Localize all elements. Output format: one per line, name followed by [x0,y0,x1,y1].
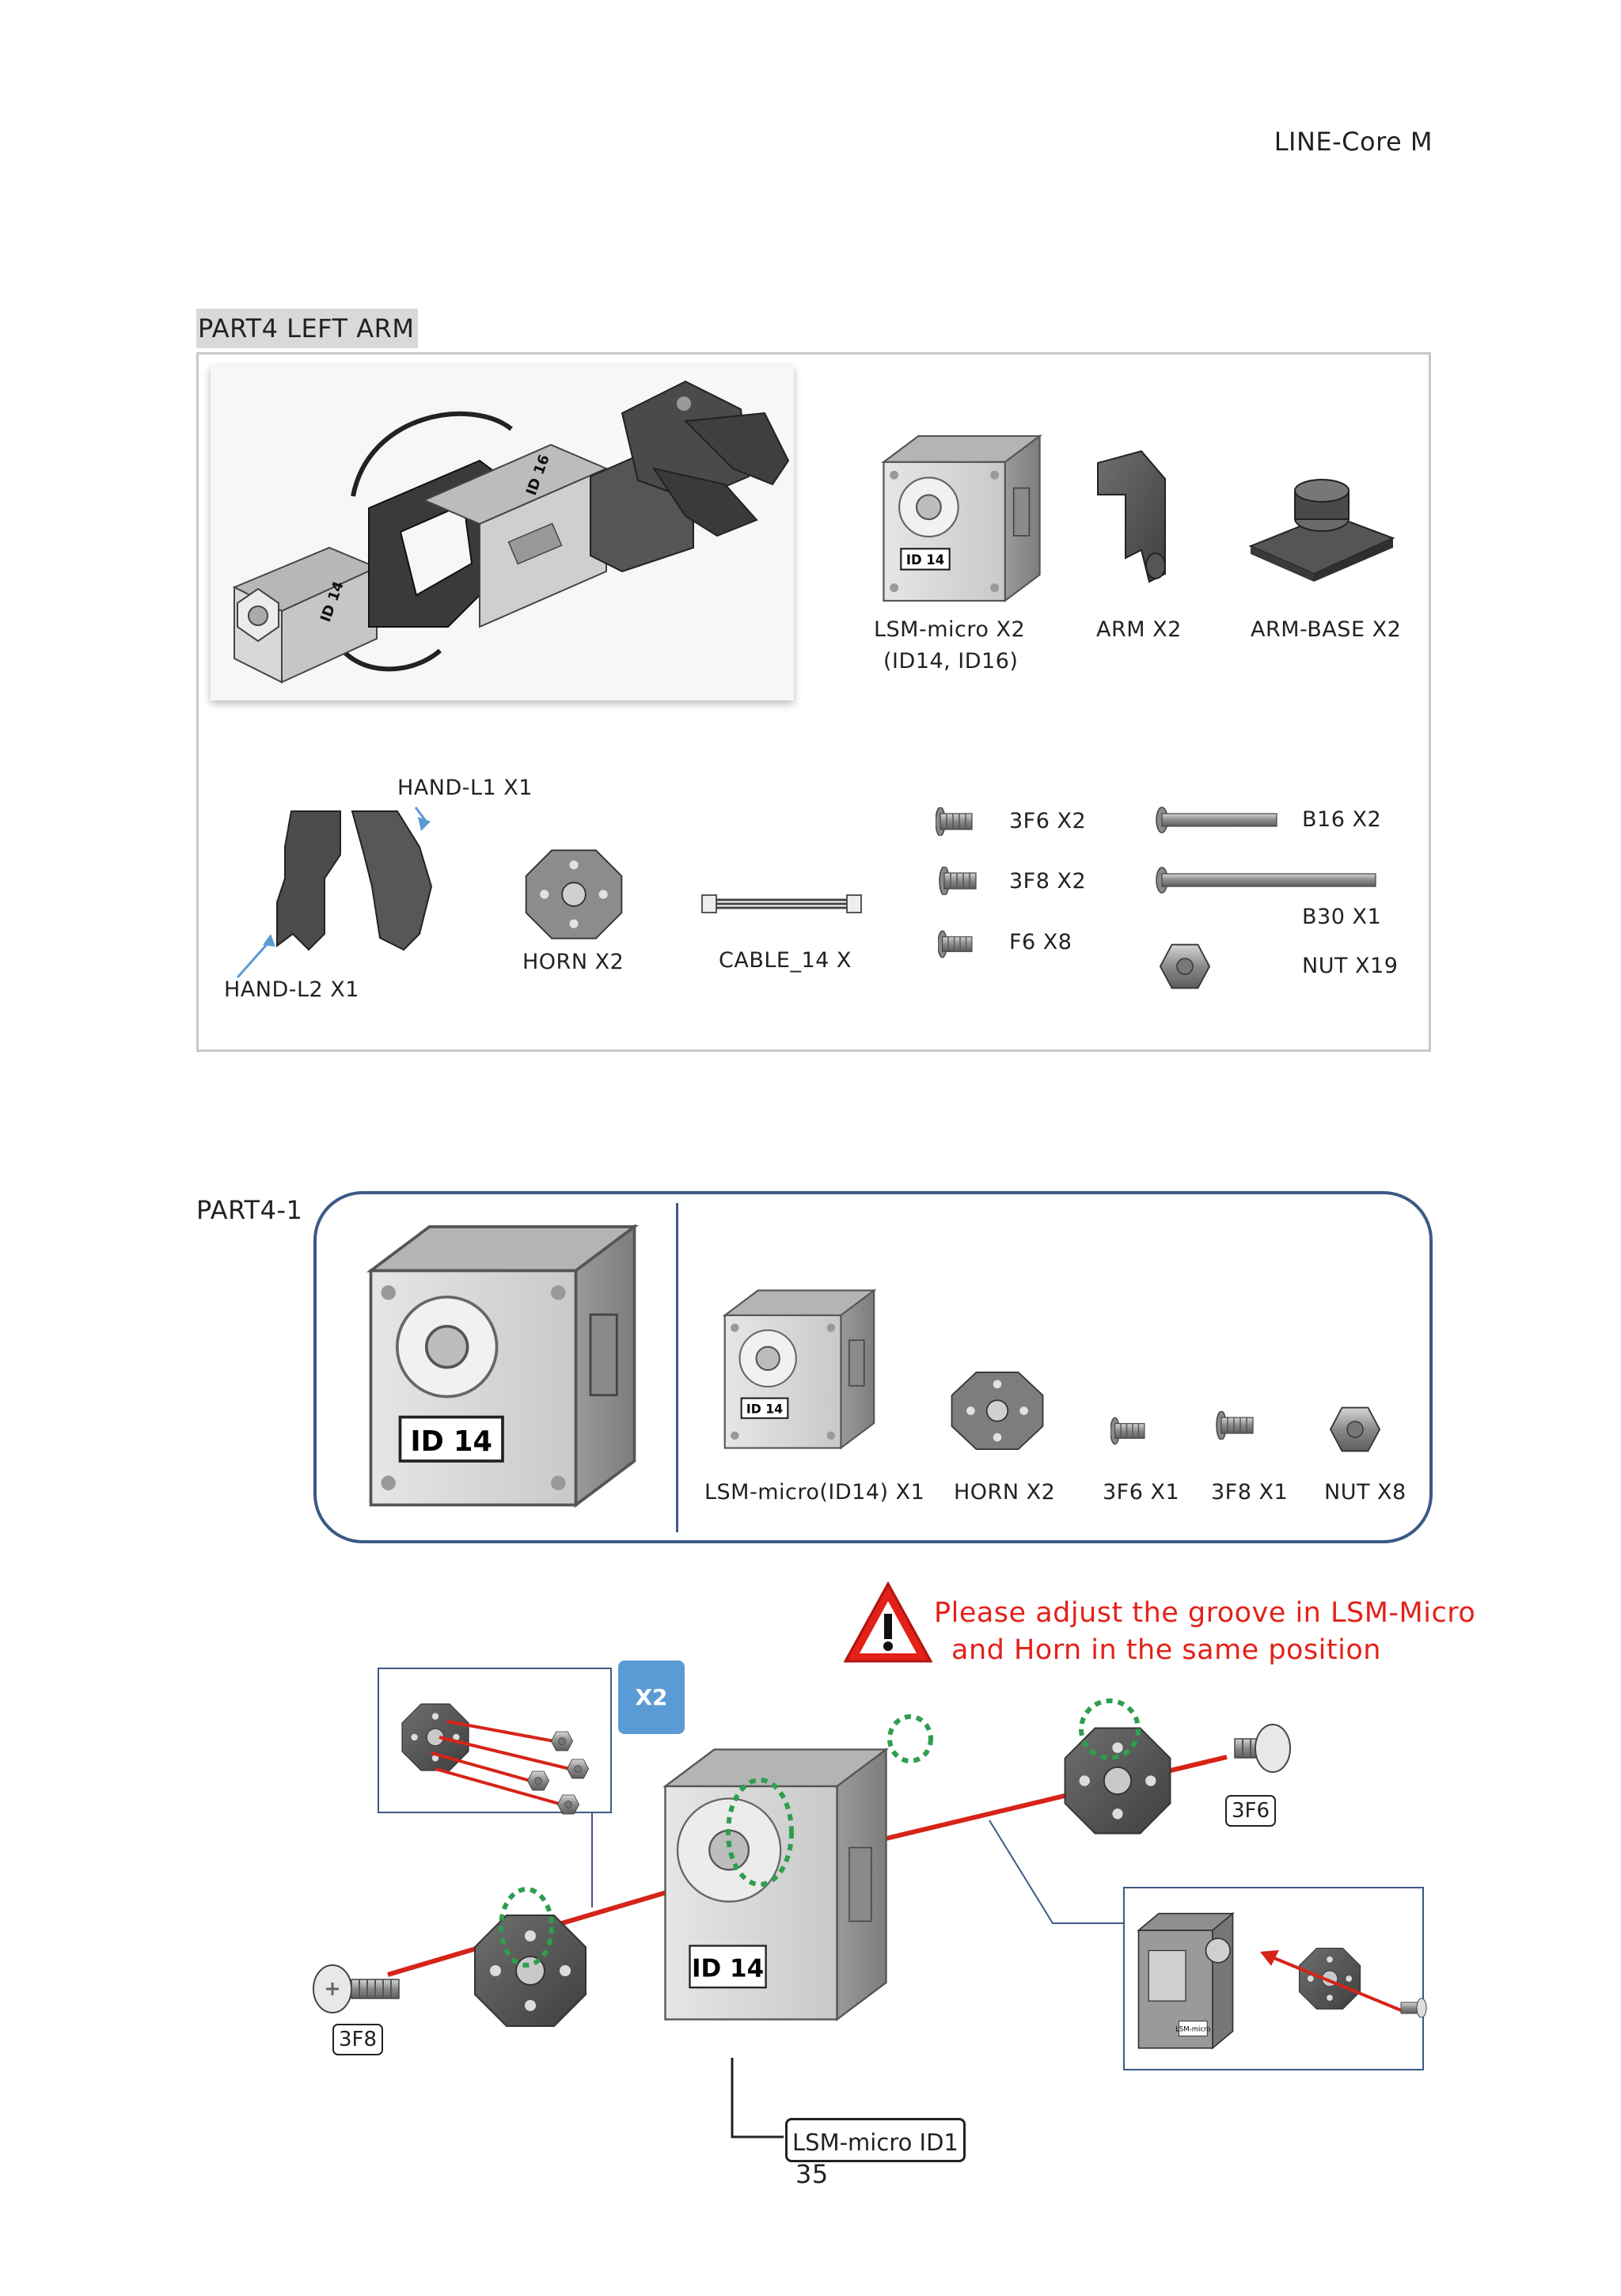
screw-tag-3f6: 3F6 [1225,1795,1277,1827]
warning-text-line2: and Horn in the same position [951,1634,1381,1666]
cable-icon [701,894,862,913]
component-label-hand-l2: HAND-L2 X1 [224,977,359,1002]
component-label-horn: HORN X2 [522,950,624,974]
bolt-label-b16: B16 X2 [1302,807,1382,832]
inset-servo-label: LSM-micro [1175,2026,1210,2034]
screw-label-3f8: 3F8 X2 [1009,869,1087,894]
servo-id-label: ID 14 [746,1402,783,1417]
arm-bracket-icon [1097,450,1166,583]
bolt-icon [1156,867,1376,894]
component-sublabel-ids: (ID14, ID16) [883,649,1019,674]
nut-icon [1330,1406,1380,1452]
servo-large-icon: ID 14 [369,1225,636,1507]
screw-icon [936,807,973,836]
parts-list-box [196,352,1431,1052]
multiplier-badge: X2 [618,1660,685,1734]
horn-icon [951,1371,1044,1451]
screw-label-f6: F6 X8 [1009,930,1072,954]
page-number: 35 [795,2159,829,2189]
assembled-arm-illustration: ID 16 ID 14 [232,380,790,684]
assembly-diagram: ID 14 LSM-micro [313,1668,1427,2139]
component-label-cable: CABLE_14 X [719,948,852,973]
nut-label: NUT X19 [1302,954,1399,978]
screw-icon [1110,1417,1145,1445]
screw-label-3f6: 3F6 X2 [1009,809,1087,833]
main-servo-id-label: ID 14 [692,1954,764,1983]
nut-icon [1160,943,1210,989]
part4-1-label-lsm: LSM-micro(ID14) X1 [704,1480,925,1505]
arm-base-icon [1248,479,1395,582]
servo-id-label: ID 14 [906,552,944,567]
servo-icon: ID 14 [723,1289,875,1449]
lsm-micro-callout: LSM-micro ID1 [785,2118,966,2162]
part4-1-parts-panel [313,1191,1433,1543]
section-title-part4: PART4 LEFT ARM [196,309,418,348]
screw-icon [939,867,977,895]
component-label-arm-base: ARM-BASE X2 [1251,617,1402,642]
component-label-arm: ARM X2 [1096,617,1182,642]
bolt-label-b30: B30 X1 [1302,905,1382,929]
screw-tag-3f8: 3F8 [332,2024,384,2055]
servo-id-label: ID 14 [411,1425,492,1458]
part4-1-label-nut: NUT X8 [1324,1480,1407,1505]
servo-icon: ID 14 [883,435,1041,602]
warning-text-line1: Please adjust the groove in LSM-Micro [934,1597,1476,1629]
section-title-part4-1: PART4-1 [196,1195,303,1225]
part4-1-label-3f8: 3F8 X1 [1211,1480,1289,1505]
part4-1-label-3f6: 3F6 X1 [1103,1480,1180,1505]
horn-icon [525,849,623,939]
screw-icon [938,930,973,958]
warning-icon [843,1581,933,1663]
document-header: LINE-Core M [1274,127,1433,157]
assembled-arm-photo: ID 16 ID 14 [211,366,794,700]
screw-icon [1216,1411,1254,1440]
bolt-icon [1156,806,1277,833]
component-label-lsm-micro: LSM-micro X2 [874,617,1026,642]
part4-1-label-horn: HORN X2 [954,1480,1056,1505]
component-label-hand-l1: HAND-L1 X1 [397,776,533,800]
hand-icon [236,806,433,978]
panel-divider [676,1203,678,1532]
